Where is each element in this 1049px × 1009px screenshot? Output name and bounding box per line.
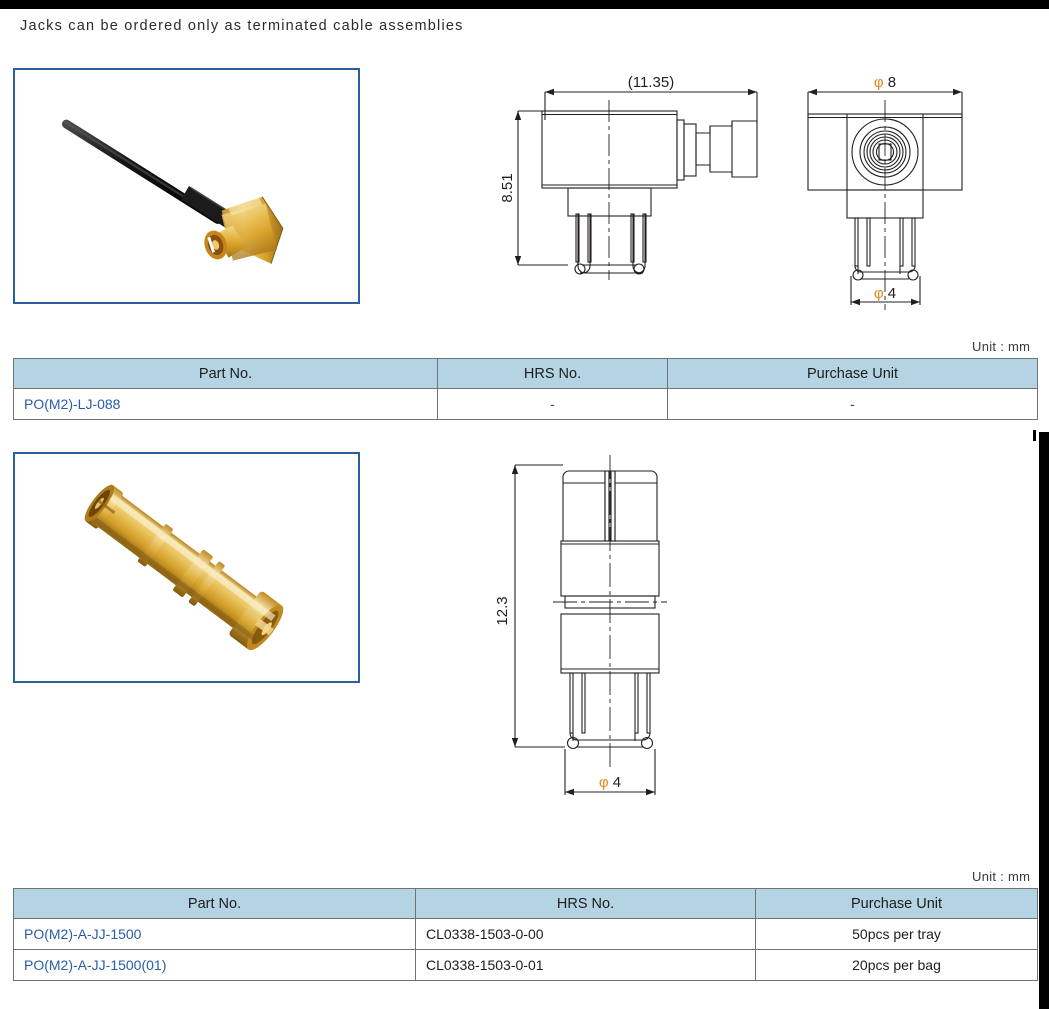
- col-header-part-no: Part No.: [13, 358, 438, 389]
- cell-purchase-unit: -: [667, 388, 1038, 420]
- drawing-right-angle-jack: (11.35) 8.51 φ 8 φ 4: [490, 62, 1035, 312]
- product-photo-2-graphic: [15, 454, 358, 681]
- cell-part-no[interactable]: PO(M2)-LJ-088: [13, 388, 438, 420]
- cell-purchase-unit: 20pcs per bag: [755, 949, 1038, 981]
- drawing-2-graphic: 12.3 φ 4: [494, 455, 667, 796]
- product-photo-jack-to-jack-adapter: [13, 452, 360, 683]
- spec-table-2: Part No. HRS No. Purchase Unit PO(M2)-A-…: [13, 888, 1038, 981]
- cell-part-no[interactable]: PO(M2)-A-JJ-1500(01): [13, 949, 416, 981]
- col-header-hrs-no: HRS No.: [415, 888, 756, 919]
- col-header-hrs-no: HRS No.: [437, 358, 668, 389]
- cell-hrs-no: -: [437, 388, 668, 420]
- dim-label-phi4-adapter: φ 4: [599, 774, 621, 791]
- product-photo-right-angle-jack: [13, 68, 360, 304]
- col-header-purchase-unit: Purchase Unit: [667, 358, 1038, 389]
- cell-part-no[interactable]: PO(M2)-A-JJ-1500: [13, 918, 416, 950]
- dim-label-height-2: 12.3: [494, 596, 511, 625]
- unit-label-1: Unit : mm: [972, 339, 1031, 354]
- dim-label-phi8: φ 8: [874, 74, 896, 91]
- table-row: PO(M2)-LJ-088 - -: [13, 388, 1038, 420]
- product-photo-1-graphic: [15, 70, 358, 302]
- drawing-jack-to-jack-adapter: 12.3 φ 4: [485, 425, 745, 815]
- table-row: PO(M2)-A-JJ-1500(01) CL0338-1503-0-01 20…: [13, 949, 1038, 981]
- cell-hrs-no: CL0338-1503-0-00: [415, 918, 756, 950]
- unit-label-2: Unit : mm: [972, 869, 1031, 884]
- table-header-row: Part No. HRS No. Purchase Unit: [13, 888, 1038, 919]
- dim-label-height-1: 8.51: [499, 173, 516, 202]
- cell-hrs-no: CL0338-1503-0-01: [415, 949, 756, 981]
- page-right-edge-mark: [1033, 430, 1036, 441]
- table-row: PO(M2)-A-JJ-1500 CL0338-1503-0-00 50pcs …: [13, 918, 1038, 950]
- dim-label-phi4-front: φ 4: [874, 285, 896, 302]
- table-header-row: Part No. HRS No. Purchase Unit: [13, 358, 1038, 389]
- cell-purchase-unit: 50pcs per tray: [755, 918, 1038, 950]
- page-right-black-bar: [1039, 432, 1049, 1009]
- page-top-black-bar: [0, 0, 1049, 9]
- ordering-note: Jacks can be ordered only as terminated …: [20, 18, 464, 34]
- spec-table-1: Part No. HRS No. Purchase Unit PO(M2)-LJ…: [13, 358, 1038, 420]
- drawing-1-graphic: (11.35) 8.51 φ 8 φ 4: [499, 74, 963, 310]
- col-header-purchase-unit: Purchase Unit: [755, 888, 1038, 919]
- dim-label-width-1: (11.35): [628, 74, 674, 91]
- col-header-part-no: Part No.: [13, 888, 416, 919]
